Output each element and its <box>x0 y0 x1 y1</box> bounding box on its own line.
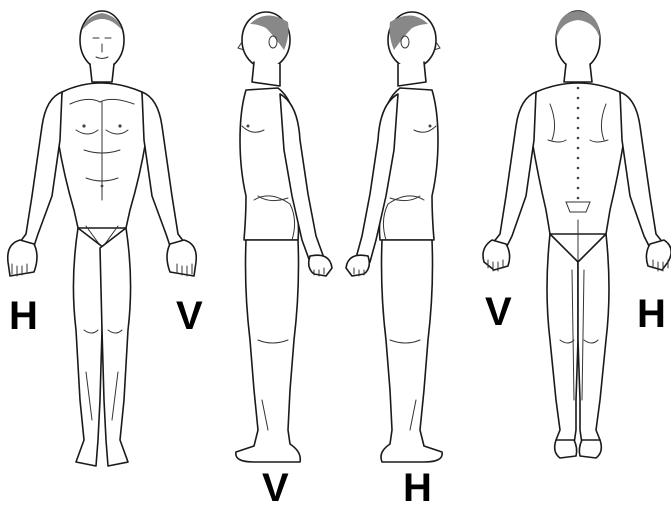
front-view-right-side-label: H <box>9 296 38 336</box>
front-view-figure <box>8 11 197 466</box>
left-lateral-view-label: V <box>262 468 289 508</box>
right-lateral-view-figure <box>346 12 442 462</box>
back-view-left-side-label: V <box>485 292 512 332</box>
front-view-left-side-label: V <box>176 296 203 336</box>
back-view-right-side-label: H <box>637 294 666 334</box>
left-lateral-view-figure <box>236 12 332 462</box>
back-view-figure <box>483 11 671 458</box>
right-lateral-view-label: H <box>403 468 432 508</box>
